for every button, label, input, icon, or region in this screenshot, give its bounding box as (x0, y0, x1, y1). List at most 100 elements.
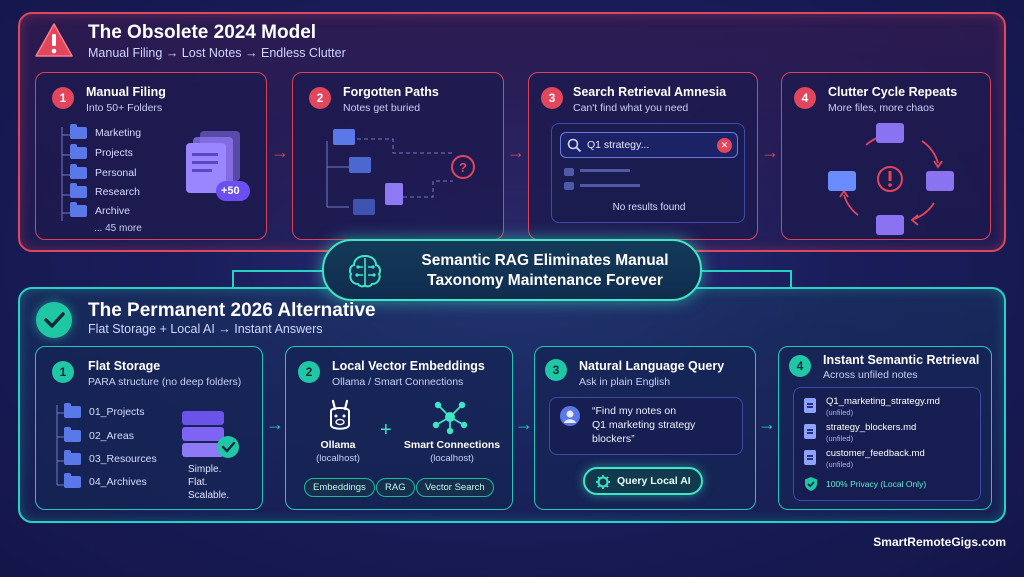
card-title: Natural Language Query (579, 359, 725, 373)
folder-icon (64, 473, 81, 488)
result-item[interactable]: strategy_blockers.md (unfiled) (804, 422, 916, 443)
card-search-amnesia: 3 Search Retrieval Amnesia Can't find wh… (528, 72, 758, 240)
arrow-right-icon: → (271, 142, 289, 162)
gear-icon (596, 475, 610, 489)
query-local-ai-button[interactable]: Query Local AI (583, 467, 703, 495)
card-vector-embeddings: 2 Local Vector Embeddings Ollama / Smart… (285, 346, 513, 510)
banner-connector-left (232, 270, 324, 287)
folder-resources: 03_Resources (64, 450, 157, 465)
permanent-subtitle: Flat Storage + Local AI → Instant Answer… (88, 322, 323, 336)
folder-archive: Archive (70, 202, 130, 217)
step-number: 4 (794, 87, 816, 109)
folder-marketing: Marketing (70, 124, 141, 139)
query-text: “Find my notes on Q1 marketing strategy … (592, 405, 696, 445)
plus-sign: + (380, 419, 392, 441)
card-title: Clutter Cycle Repeats (828, 85, 958, 99)
card-forgotten-paths: 2 Forgotten Paths Notes get buried ? (292, 72, 504, 240)
result-filename: customer_feedback.md (826, 448, 925, 459)
result-filename: strategy_blockers.md (826, 422, 917, 433)
file-icon (804, 450, 816, 465)
center-banner: Semantic RAG Eliminates Manual Taxonomy … (322, 239, 702, 301)
result-placeholder-line (580, 169, 630, 172)
search-panel: Q1 strategy... ✕ No results found (551, 123, 745, 223)
step-number: 3 (541, 87, 563, 109)
buried-paths-diagram: ? (326, 129, 475, 215)
card-title: Search Retrieval Amnesia (573, 85, 727, 99)
card-title: Instant Semantic Retrieval (823, 353, 980, 367)
card-subtitle: Into 50+ Folders (86, 102, 163, 114)
search-icon (567, 138, 582, 153)
clutter-cycle-diagram (828, 123, 954, 235)
query-button-label: Query Local AI (617, 475, 691, 487)
query-bubble: “Find my notes on Q1 marketing strategy … (549, 397, 743, 455)
card-title: Manual Filing (86, 85, 166, 99)
clear-icon[interactable]: ✕ (717, 138, 732, 153)
permanent-title: The Permanent 2026 Alternative (88, 300, 376, 321)
banner-connector-right (700, 270, 792, 287)
folder-personal: Personal (70, 164, 136, 179)
result-tag: (unfiled) (826, 460, 854, 469)
network-icon (432, 401, 468, 435)
no-results-text: No results found (612, 202, 686, 213)
card-subtitle: Notes get buried (343, 102, 421, 114)
folder-icon (70, 183, 87, 198)
ollama-host: (localhost) (316, 453, 360, 464)
result-placeholder-icon (564, 168, 574, 176)
folder-icon (70, 124, 87, 139)
card-subtitle: More files, more chaos (828, 102, 935, 114)
step-number: 1 (52, 87, 74, 109)
folder-projects: Projects (70, 144, 133, 159)
folder-icon (70, 164, 87, 179)
warning-icon (35, 23, 73, 57)
smart-connections-host: (localhost) (430, 453, 474, 464)
search-input[interactable]: Q1 strategy... ✕ (560, 132, 738, 158)
arrow-right-icon: → (515, 414, 533, 434)
step-number: 1 (52, 361, 74, 383)
folder-icon (70, 144, 87, 159)
svg-text:?: ? (459, 160, 467, 175)
card-clutter-cycle: 4 Clutter Cycle Repeats More files, more… (781, 72, 991, 240)
folder-archives: 04_Archives (64, 473, 147, 488)
result-filename: Q1_marketing_strategy.md (826, 396, 940, 407)
tree-lines (61, 127, 72, 221)
card-title: Local Vector Embeddings (332, 359, 485, 373)
brain-icon (349, 254, 381, 288)
ollama-label: Ollama (320, 439, 356, 451)
arrow-right-icon: → (266, 414, 284, 434)
watermark: SmartRemoteGigs.com (873, 535, 1006, 549)
folder-icon (64, 403, 81, 418)
result-item[interactable]: Q1_marketing_strategy.md (unfiled) (804, 396, 940, 417)
card-subtitle: Can't find what you need (573, 102, 689, 114)
folder-areas: 02_Areas (64, 427, 134, 442)
search-query-text: Q1 strategy... (587, 139, 650, 151)
pill-embeddings: Embeddings (304, 478, 375, 497)
pill-vector-search: Vector Search (416, 478, 494, 497)
card-title: Forgotten Paths (343, 85, 439, 99)
arrow-right-icon: → (761, 142, 779, 162)
card-semantic-retrieval: 4 Instant Semantic Retrieval Across unfi… (778, 346, 992, 510)
file-stack-icon (186, 131, 250, 201)
result-placeholder-icon (564, 182, 574, 190)
plus-fifty-badge: +50 (221, 185, 240, 197)
tree-lines (56, 405, 64, 486)
card-subtitle: Ollama / Smart Connections (332, 376, 464, 388)
smart-connections-label: Smart Connections (403, 439, 501, 451)
card-natural-language-query: 3 Natural Language Query Ask in plain En… (534, 346, 756, 510)
step-number: 3 (545, 359, 567, 381)
obsolete-subtitle: Manual Filing → Lost Notes → Endless Clu… (88, 46, 346, 60)
result-tag: (unfiled) (826, 434, 854, 443)
card-subtitle: Ask in plain English (579, 376, 671, 388)
flat-stack-icon (182, 411, 239, 458)
file-icon (804, 398, 816, 413)
arrow-right-icon: → (507, 142, 525, 162)
result-tag: (unfiled) (826, 408, 854, 417)
banner-text: Semantic RAG Eliminates Manual Taxonomy … (421, 252, 669, 289)
privacy-note: 100% Privacy (Local Only) (826, 479, 927, 489)
card-title: Flat Storage (88, 359, 161, 373)
file-icon (804, 424, 816, 439)
result-item[interactable]: customer_feedback.md (unfiled) (804, 448, 925, 469)
shield-icon (805, 477, 817, 491)
folder-icon (64, 450, 81, 465)
step-number: 2 (298, 361, 320, 383)
folder-projects: 01_Projects (64, 403, 144, 418)
